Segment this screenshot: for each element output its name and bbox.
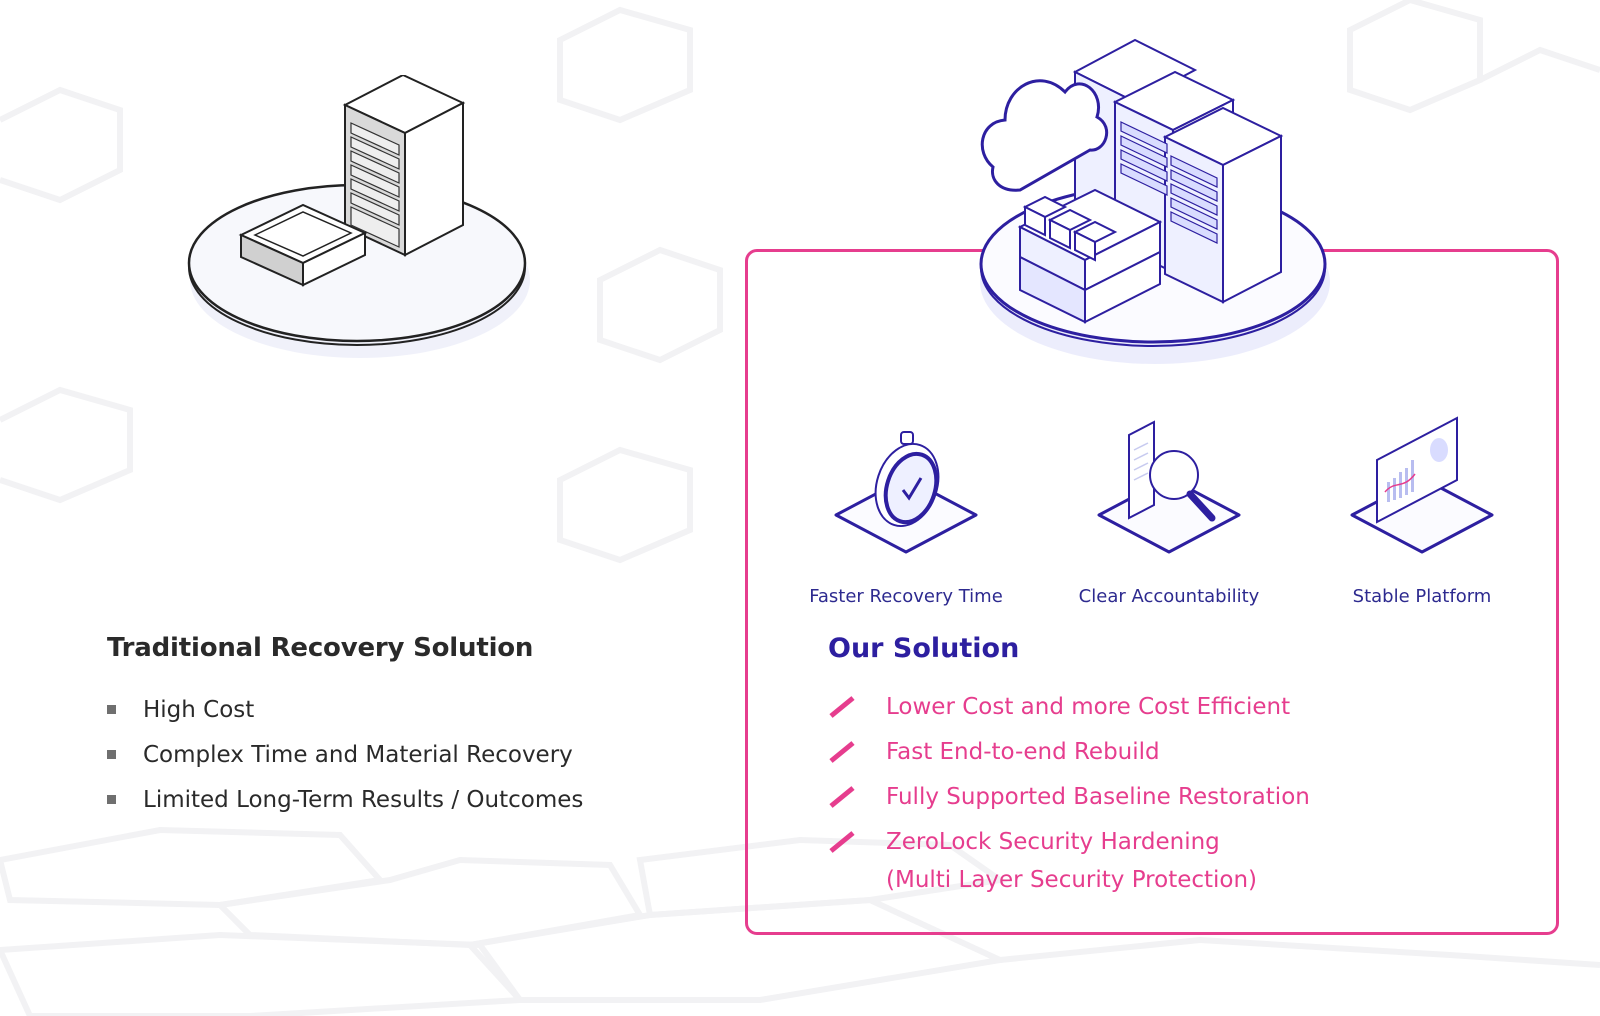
list-item: ZeroLock Security Hardening (Multi Layer… <box>828 823 1310 899</box>
our-solution-list: Lower Cost and more Cost Efficient Fast … <box>828 688 1310 899</box>
feature-label: Clear Accountability <box>1078 586 1260 607</box>
traditional-solution-title: Traditional Recovery Solution <box>107 633 534 663</box>
feature-label: Faster Recovery Time <box>809 586 1003 607</box>
our-solution-title: Our Solution <box>828 633 1020 664</box>
list-item: Lower Cost and more Cost Efficient <box>828 688 1310 733</box>
list-item: Fast End-to-end Rebuild <box>828 733 1310 778</box>
slash-bullet-icon <box>828 733 858 771</box>
slash-bullet-icon <box>828 688 858 726</box>
slash-bullet-icon <box>828 778 858 816</box>
list-item-text: Limited Long-Term Results / Outcomes <box>143 786 584 813</box>
list-item: Limited Long-Term Results / Outcomes <box>107 777 583 822</box>
list-item-text: Lower Cost and more Cost Efficient <box>886 694 1291 720</box>
feature-stable-platform: Stable Platform <box>1307 410 1537 607</box>
feature-label: Stable Platform <box>1352 586 1492 607</box>
list-item-subtext: (Multi Layer Security Protection) <box>886 867 1258 893</box>
feature-clear-accountability: Clear Accountability <box>1054 410 1284 607</box>
cloud-server-illustration <box>979 38 1330 364</box>
list-item-text: ZeroLock Security Hardening <box>886 829 1220 855</box>
square-bullet-icon <box>107 750 116 759</box>
list-item-text: High Cost <box>143 696 255 723</box>
list-item-text: Fast End-to-end Rebuild <box>886 739 1160 765</box>
list-item: Fully Supported Baseline Restoration <box>828 778 1310 823</box>
dashboard-chart-icon <box>1350 416 1494 554</box>
list-item-text: Fully Supported Baseline Restoration <box>886 784 1310 810</box>
traditional-solution-list: High Cost Complex Time and Material Reco… <box>107 687 583 822</box>
list-item-text: Complex Time and Material Recovery <box>143 741 573 768</box>
stopwatch-check-icon <box>834 431 978 554</box>
square-bullet-icon <box>107 705 116 714</box>
traditional-server-illustration <box>187 75 530 358</box>
list-item: High Cost <box>107 687 583 732</box>
slash-bullet-icon <box>828 823 858 861</box>
square-bullet-icon <box>107 795 116 804</box>
document-magnifier-icon <box>1097 420 1241 554</box>
feature-faster-recovery: Faster Recovery Time <box>791 410 1021 607</box>
list-item: Complex Time and Material Recovery <box>107 732 583 777</box>
